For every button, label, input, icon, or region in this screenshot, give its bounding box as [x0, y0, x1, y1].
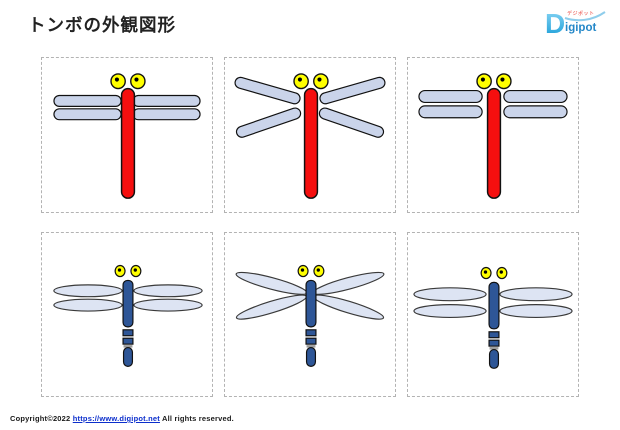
dragonfly-body: [486, 87, 502, 199]
panel-dragonfly-blue-straight-wings: [41, 232, 213, 397]
logo-tagline: デジポット: [567, 10, 595, 17]
logo-wordmark: igipot: [565, 22, 596, 34]
dragonfly-body: [120, 87, 136, 199]
dragonfly-wings: [418, 89, 568, 119]
dragonfly-eyes: [110, 73, 146, 90]
rights-text: All rights reserved.: [161, 414, 234, 423]
logo-swoosh-icon: [564, 11, 606, 22]
dragonfly-red-straight-wings-illustration: [53, 73, 201, 199]
dragonfly-body: [122, 279, 134, 367]
panel-dragonfly-red-short-wings: [407, 57, 579, 213]
panel-dragonfly-blue-spread-wings: [224, 232, 396, 397]
copyright-footer: Copyright©2022 https://www.digipot.net A…: [10, 414, 234, 423]
dragonfly-body: [488, 281, 500, 369]
dragonfly-body: [305, 279, 317, 367]
dragonfly-blue-spread-wings-illustration: [235, 264, 385, 367]
dragonfly-blue-oval-wings-illustration: [413, 266, 573, 369]
digipot-logo-graphic: D デジポット igipot: [545, 8, 606, 39]
dragonfly-wings: [53, 284, 203, 312]
panel-dragonfly-blue-oval-wings: [407, 232, 579, 397]
dragonfly-body: [303, 87, 319, 199]
dragonfly-eyes: [114, 264, 142, 278]
dragonfly-wings: [234, 76, 386, 138]
dragonfly-eyes: [297, 264, 325, 278]
copyright-text: Copyright©2022: [10, 414, 71, 423]
dragonfly-grid: [41, 57, 579, 397]
panel-dragonfly-red-straight-wings: [41, 57, 213, 213]
dragonfly-wings: [235, 271, 385, 320]
dragonfly-wings: [53, 94, 201, 121]
dragonfly-eyes: [480, 266, 508, 280]
dragonfly-red-spread-wings-illustration: [234, 73, 386, 199]
dragonfly-eyes: [476, 73, 512, 90]
digipot-logo: D デジポット igipot: [544, 7, 608, 39]
dragonfly-wings: [413, 287, 573, 319]
dragonfly-blue-straight-wings-illustration: [53, 264, 203, 367]
dragonfly-red-short-wings-illustration: [418, 73, 568, 199]
dragonfly-eyes: [293, 73, 329, 90]
footer-link[interactable]: https://www.digipot.net: [72, 414, 160, 423]
logo-d-letter: D: [545, 8, 565, 37]
page-title: トンボの外観図形: [28, 15, 176, 35]
panel-dragonfly-red-spread-wings: [224, 57, 396, 213]
